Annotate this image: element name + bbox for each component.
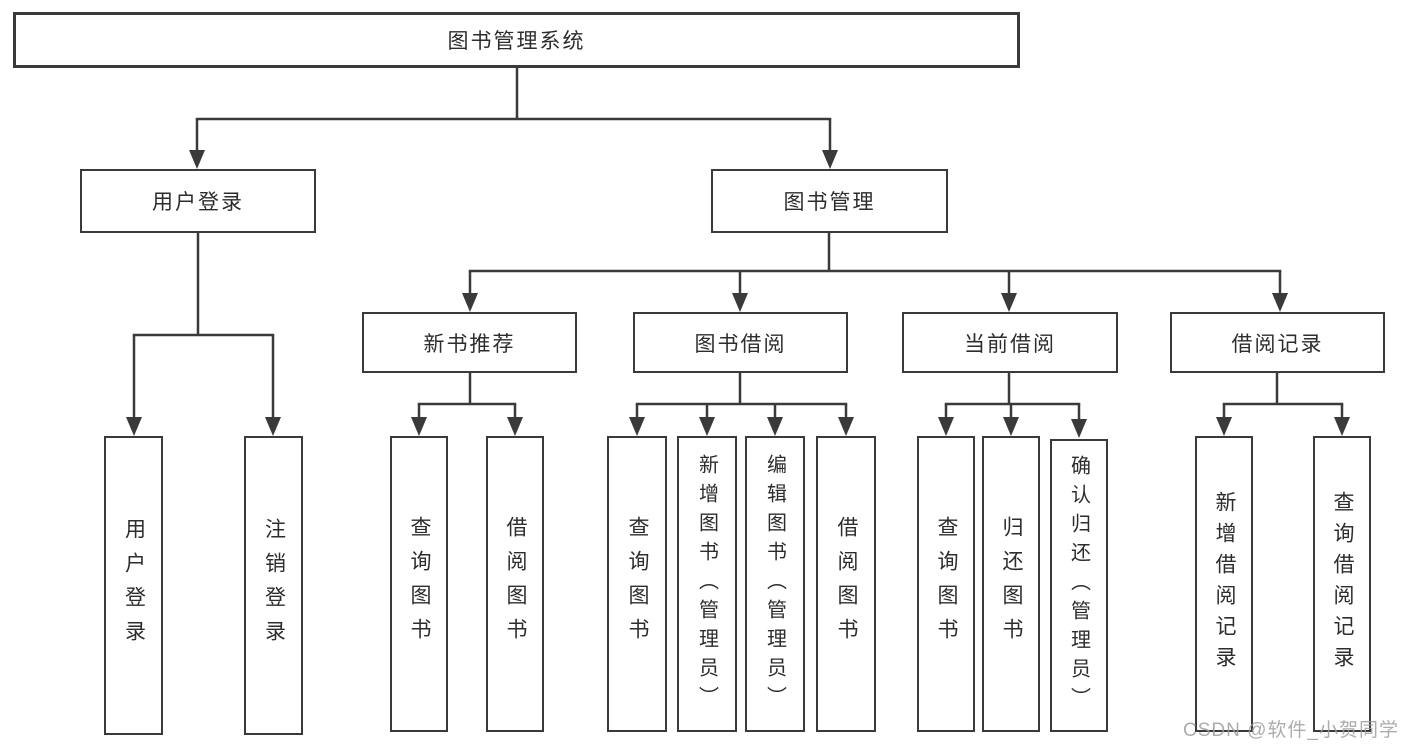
node-user-login: 用户登录 <box>80 169 316 233</box>
leaf-bb-edit-books-admin-label: 编辑图书（管理员） <box>763 453 786 715</box>
node-root-library-management-system: 图书管理系统 <box>13 12 1020 68</box>
leaf-bb-query-books: 查询图书 <box>607 436 667 732</box>
connector-root-to-level2 <box>189 66 838 169</box>
leaf-bb-add-books-admin-label: 新增图书（管理员） <box>695 453 718 715</box>
leaf-bb-borrow-books-label: 借阅图书 <box>835 516 858 652</box>
connector-bookmgmt-to-level3 <box>462 232 1288 312</box>
leaf-br-query-record: 查询借阅记录 <box>1313 436 1371 732</box>
leaf-cb-query-books: 查询图书 <box>917 436 975 732</box>
leaf-nb-query-books-label: 查询图书 <box>408 516 431 652</box>
leaf-cb-confirm-return-admin-label: 确认归还（管理员） <box>1067 455 1090 716</box>
connector-userlogin-to-leaves <box>126 232 281 436</box>
leaf-bb-borrow-books: 借阅图书 <box>816 436 876 732</box>
connector-newbook-to-leaves <box>411 372 523 436</box>
node-current-borrowing: 当前借阅 <box>902 312 1118 373</box>
node-book-borrowing: 图书借阅 <box>633 312 848 373</box>
leaf-cb-return-books: 归还图书 <box>982 436 1040 732</box>
leaf-br-query-record-label: 查询借阅记录 <box>1331 491 1354 677</box>
leaf-user-login: 用户登录 <box>104 436 163 735</box>
leaf-bb-add-books-admin: 新增图书（管理员） <box>677 436 737 732</box>
leaf-nb-borrow-books: 借阅图书 <box>486 436 544 732</box>
leaf-logout-login-label: 注销登录 <box>262 517 286 654</box>
leaf-nb-query-books: 查询图书 <box>390 436 448 732</box>
leaf-cb-confirm-return-admin: 确认归还（管理员） <box>1050 439 1108 732</box>
leaf-bb-edit-books-admin: 编辑图书（管理员） <box>745 436 805 732</box>
connector-borrowing-to-leaves <box>629 372 854 436</box>
leaf-nb-borrow-books-label: 借阅图书 <box>504 516 527 652</box>
leaf-cb-return-books-label: 归还图书 <box>1000 516 1023 652</box>
csdn-watermark: CSDN @软件_小贺同学 <box>1183 720 1399 741</box>
node-borrowing-records: 借阅记录 <box>1170 312 1385 373</box>
leaf-br-add-record: 新增借阅记录 <box>1195 436 1253 732</box>
connector-records-to-leaves <box>1216 372 1350 436</box>
node-book-management: 图书管理 <box>711 169 948 233</box>
connector-current-to-leaves <box>938 372 1087 438</box>
leaf-cb-query-books-label: 查询图书 <box>935 516 958 652</box>
leaf-br-add-record-label: 新增借阅记录 <box>1213 491 1236 677</box>
leaf-logout-login: 注销登录 <box>244 436 303 735</box>
node-new-book-recommend: 新书推荐 <box>362 312 577 373</box>
leaf-bb-query-books-label: 查询图书 <box>626 516 649 652</box>
leaf-user-login-label: 用户登录 <box>122 517 146 654</box>
